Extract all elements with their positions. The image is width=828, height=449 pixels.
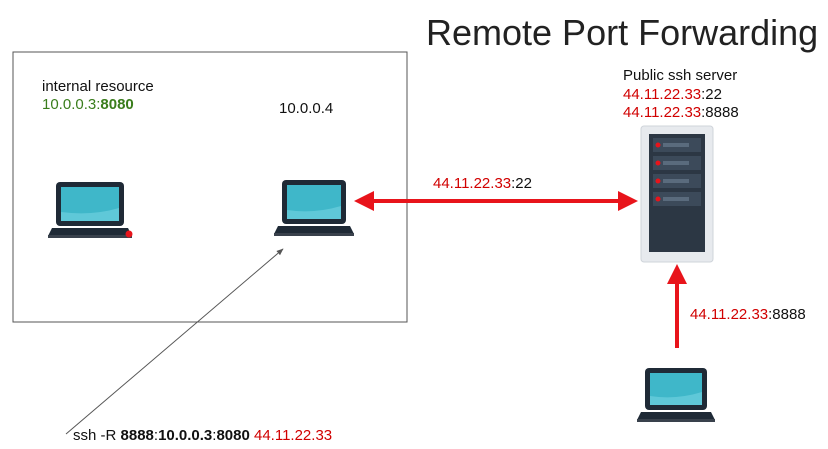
server-address-8888-port: :8888 <box>701 104 739 121</box>
internal-resource-colon: : <box>96 96 101 113</box>
internal-resource-label: internal resource <box>42 78 154 95</box>
server-address-8888: 44.11.22.33:8888 <box>623 104 739 121</box>
page-title: Remote Port Forwarding <box>426 12 819 53</box>
server-address-22-ip: 44.11.22.33 <box>623 86 702 103</box>
ssh-command-target-port: 8080 <box>216 427 250 444</box>
ssh-command: ssh -R 8888:10.0.0.3:8080 44.11.22.33 <box>73 427 332 444</box>
ssh-command-colon-2: : <box>212 427 217 444</box>
ssh-command-target-ip: 10.0.0.3 <box>158 427 213 444</box>
middle-host-ip: 10.0.0.4 <box>279 100 334 117</box>
internal-resource-port: 8080 <box>100 96 134 113</box>
command-pointer-arrow <box>65 248 284 435</box>
ssh-command-prefix: ssh -R <box>73 427 121 444</box>
tunnel-label-port: :22 <box>511 175 532 192</box>
laptop-icon-internal-resource <box>48 182 133 238</box>
client-link-label-port: :8888 <box>768 306 806 323</box>
laptop-icon-client <box>637 368 715 422</box>
client-link-label-ip: 44.11.22.33 <box>690 306 769 323</box>
client-link-label: 44.11.22.33:8888 <box>690 306 806 323</box>
server-address-8888-ip: 44.11.22.33 <box>623 104 702 121</box>
server-label: Public ssh server <box>623 67 738 84</box>
laptop-icon-middle-host <box>274 180 354 236</box>
server-address-22: 44.11.22.33:22 <box>623 86 722 103</box>
ssh-command-server-ip: 44.11.22.33 <box>254 427 333 444</box>
internal-resource-ip: 10.0.0.3 <box>42 96 97 113</box>
server-icon <box>640 125 714 263</box>
tunnel-label: 44.11.22.33:22 <box>433 175 532 192</box>
server-address-22-port: :22 <box>701 86 722 103</box>
tunnel-label-ip: 44.11.22.33 <box>433 175 512 192</box>
internal-network-box <box>12 51 408 323</box>
ssh-command-remote-port: 8888 <box>120 427 154 444</box>
ssh-command-colon-1: : <box>153 427 159 444</box>
internal-resource-address: 10.0.0.3:8080 <box>42 96 134 113</box>
